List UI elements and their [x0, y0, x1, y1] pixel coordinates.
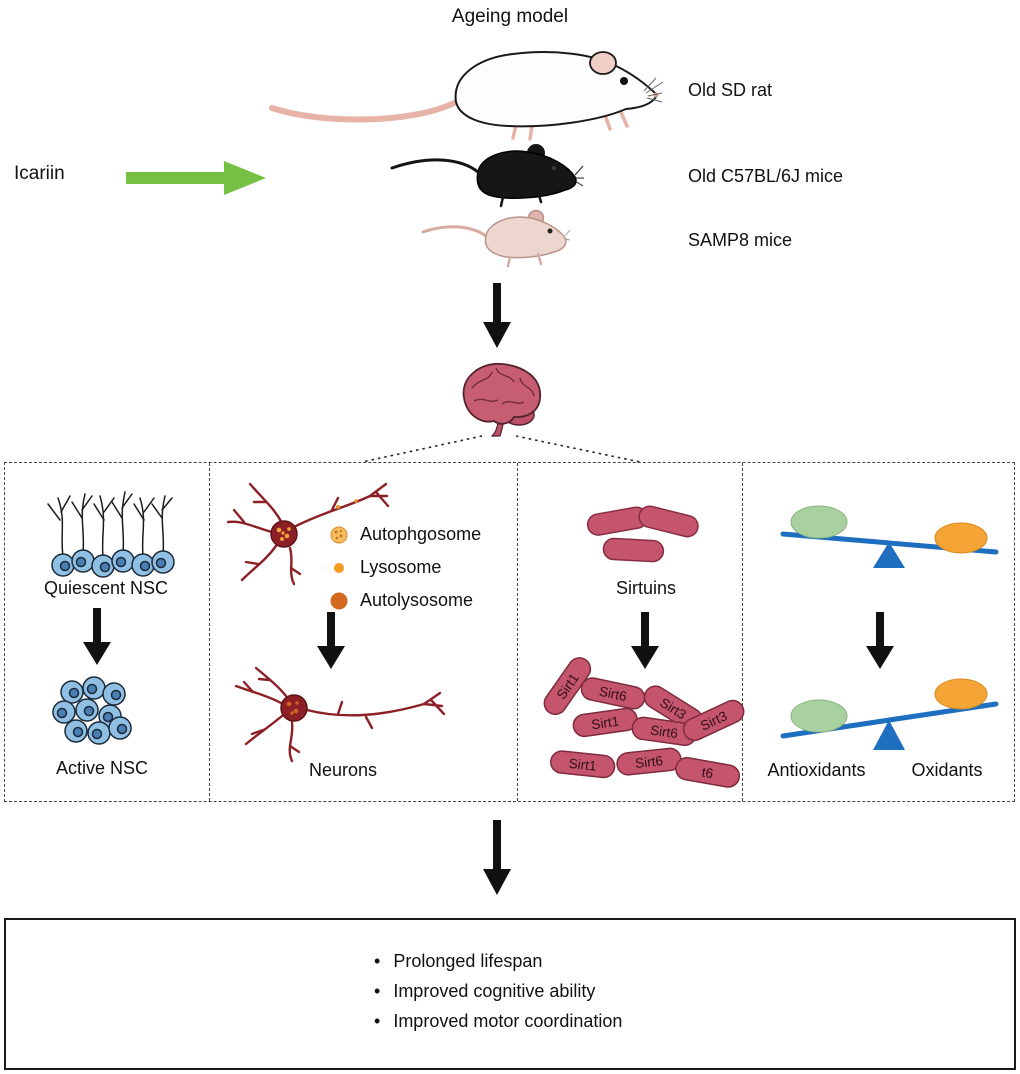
outcome-item: Improved motor coordination	[374, 1006, 622, 1036]
sirt-capsule-label: Sirt6	[649, 722, 679, 741]
icariin-label: Icariin	[14, 163, 65, 184]
model-label-c57-mice: Old C57BL/6J mice	[688, 166, 844, 186]
sirtuins-label: Sirtuins	[615, 578, 677, 598]
antioxidants-label: Antioxidants	[767, 760, 866, 780]
sirtuin-capsules-icon	[586, 505, 699, 563]
legend-row-autolysosome: Autolysosome	[328, 584, 481, 617]
legend-row-autophagosome: Autophgosome	[328, 518, 481, 551]
autophagosome-icon	[330, 526, 348, 543]
outcomes-box: Prolonged lifespan Improved cognitive ab…	[4, 918, 1016, 1070]
outcome-text: Improved motor coordination	[393, 1011, 623, 1031]
outcome-text: Prolonged lifespan	[393, 951, 543, 971]
lysosome-icon	[334, 562, 344, 573]
sirt-capsule-label: Sirt6	[598, 684, 628, 704]
sirt-capsule-label: t6	[701, 765, 715, 782]
panel-divider-3	[742, 463, 743, 801]
neurons-label: Neurons	[308, 760, 378, 780]
outcome-item: Prolonged lifespan	[374, 946, 622, 976]
panel-sirtuins: Sirtuins Sirt1 Sirt6 Sirt3	[516, 462, 745, 802]
panels-box	[4, 462, 1015, 802]
outcome-text: Improved cognitive ability	[393, 981, 596, 1001]
down-arrow-icon	[83, 608, 111, 665]
lysosome-label: Lysosome	[360, 557, 442, 577]
down-arrow-icon	[483, 283, 511, 348]
brain-icon	[462, 363, 541, 437]
quiescent-nsc-icon	[47, 491, 175, 578]
panel-neurons: Autophgosome Lysosome Autolysosome	[208, 462, 516, 802]
sirt-capsule-label: Sirt6	[634, 753, 663, 771]
sirtuin-pile-icon: Sirt1 Sirt6 Sirt3 Sirt1 Sirt6	[543, 657, 745, 788]
panel-divider-2	[517, 463, 518, 801]
sirt-capsule-label: Sirt1	[590, 714, 620, 733]
figure-title: Ageing model	[451, 6, 569, 27]
panel-redox: Antioxidants Oxidants	[741, 462, 1015, 802]
black-mouse-icon	[390, 144, 584, 208]
active-nsc-label: Active NSC	[55, 758, 149, 778]
quiescent-nsc-label: Quiescent NSC	[43, 578, 169, 598]
brain-to-panels-connector	[361, 435, 641, 463]
oxidants-label: Oxidants	[911, 760, 983, 780]
white-rat-icon	[269, 51, 664, 141]
autolysosome-icon	[330, 592, 348, 609]
model-label-sd-rat: Old SD rat	[688, 80, 773, 100]
autophagy-legend: Autophgosome Lysosome Autolysosome	[328, 518, 481, 617]
panel-divider-1	[209, 463, 210, 801]
down-arrow-icon	[483, 820, 511, 895]
panel-nsc: Quiescent NSC Active NSC	[4, 462, 208, 802]
down-arrow-icon	[317, 612, 345, 669]
autolysosome-label: Autolysosome	[360, 590, 474, 610]
active-nsc-icon	[52, 676, 132, 745]
seesaw-top-icon	[780, 505, 999, 568]
model-label-samp8-mice: SAMP8 mice	[688, 230, 793, 250]
neuron-bottom-icon	[234, 666, 446, 763]
seesaw-bottom-icon	[780, 678, 999, 750]
down-arrow-icon	[631, 612, 659, 669]
legend-row-lysosome: Lysosome	[328, 551, 481, 584]
neuron-top-icon	[226, 482, 390, 586]
outcome-item: Improved cognitive ability	[374, 976, 622, 1006]
outcome-list: Prolonged lifespan Improved cognitive ab…	[374, 946, 622, 1036]
down-arrow-icon	[866, 612, 894, 669]
sirt-capsule-label: Sirt1	[568, 756, 597, 774]
tan-mouse-icon	[421, 209, 571, 268]
autophagosome-label: Autophgosome	[360, 524, 482, 544]
green-right-arrow-icon	[126, 161, 266, 195]
